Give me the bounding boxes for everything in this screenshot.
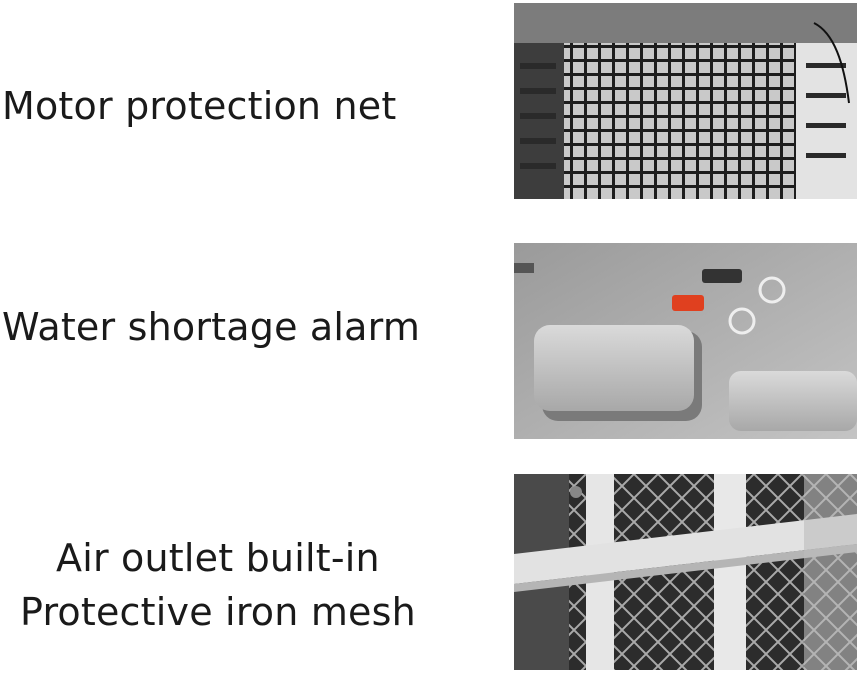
alarm-led-icon <box>672 295 704 311</box>
motor-net-photo <box>514 3 857 199</box>
feature-label: Air outlet built-in <box>56 536 380 580</box>
feature-label: Motor protection net <box>2 84 397 128</box>
feature-row-iron-mesh: Air outlet built-in Protective iron mesh <box>0 445 859 679</box>
iron-mesh-photo <box>514 474 857 670</box>
feature-row-water-alarm: Water shortage alarm <box>0 205 859 445</box>
alarm-panel-photo <box>514 243 857 439</box>
feature-row-motor-net: Motor protection net <box>0 0 859 205</box>
feature-label: Protective iron mesh <box>20 590 416 634</box>
feature-label: Water shortage alarm <box>2 305 421 349</box>
